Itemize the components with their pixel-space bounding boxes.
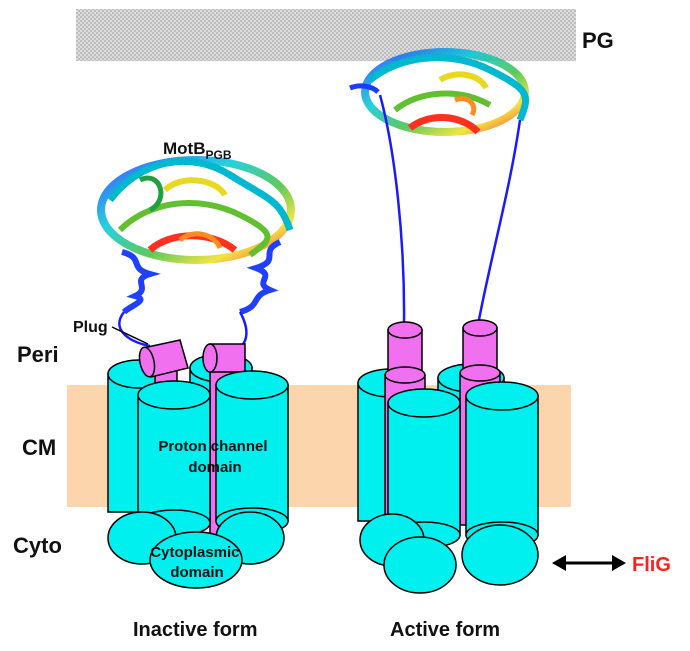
cytoplasmic-label-line1: Cytoplasmic bbox=[150, 544, 239, 561]
active-complex bbox=[349, 48, 539, 594]
motb-label: MotBPGB bbox=[163, 139, 232, 162]
active-form-caption: Active form bbox=[390, 619, 500, 641]
proton-channel-label-line1: Proton channel bbox=[158, 438, 267, 455]
inactive-plug-right bbox=[202, 343, 246, 373]
proton-channel-label: Proton channel domain bbox=[158, 438, 271, 476]
inactive-form-caption: Inactive form bbox=[133, 619, 257, 641]
cm-label: CM bbox=[22, 435, 56, 460]
inactive-motb-ribbon bbox=[97, 156, 295, 315]
double-headed-arrow-icon bbox=[552, 555, 626, 571]
inactive-plug-left bbox=[138, 339, 189, 378]
inactive-linker-left bbox=[118, 311, 151, 348]
flig-label: FliG bbox=[632, 554, 671, 576]
peri-label: Peri bbox=[17, 342, 59, 367]
inactive-complex: MotBPGB Plug bbox=[73, 139, 295, 589]
proton-channel-label-line2: domain bbox=[188, 459, 241, 476]
cytoplasmic-label-line2: domain bbox=[170, 564, 223, 581]
motb-label-main: MotB bbox=[163, 139, 205, 158]
pg-label: PG bbox=[582, 28, 614, 53]
plug-pointer bbox=[111, 326, 149, 345]
plug-label: Plug bbox=[73, 319, 108, 336]
active-linker-left bbox=[378, 94, 406, 326]
active-motb-ribbon bbox=[349, 48, 530, 136]
active-linker-right bbox=[476, 119, 522, 326]
cytoplasmic-label: Cytoplasmic domain bbox=[150, 544, 243, 581]
cyto-label: Cyto bbox=[13, 533, 62, 558]
pg-layer bbox=[76, 9, 576, 61]
motb-label-sub: PGB bbox=[205, 148, 231, 162]
